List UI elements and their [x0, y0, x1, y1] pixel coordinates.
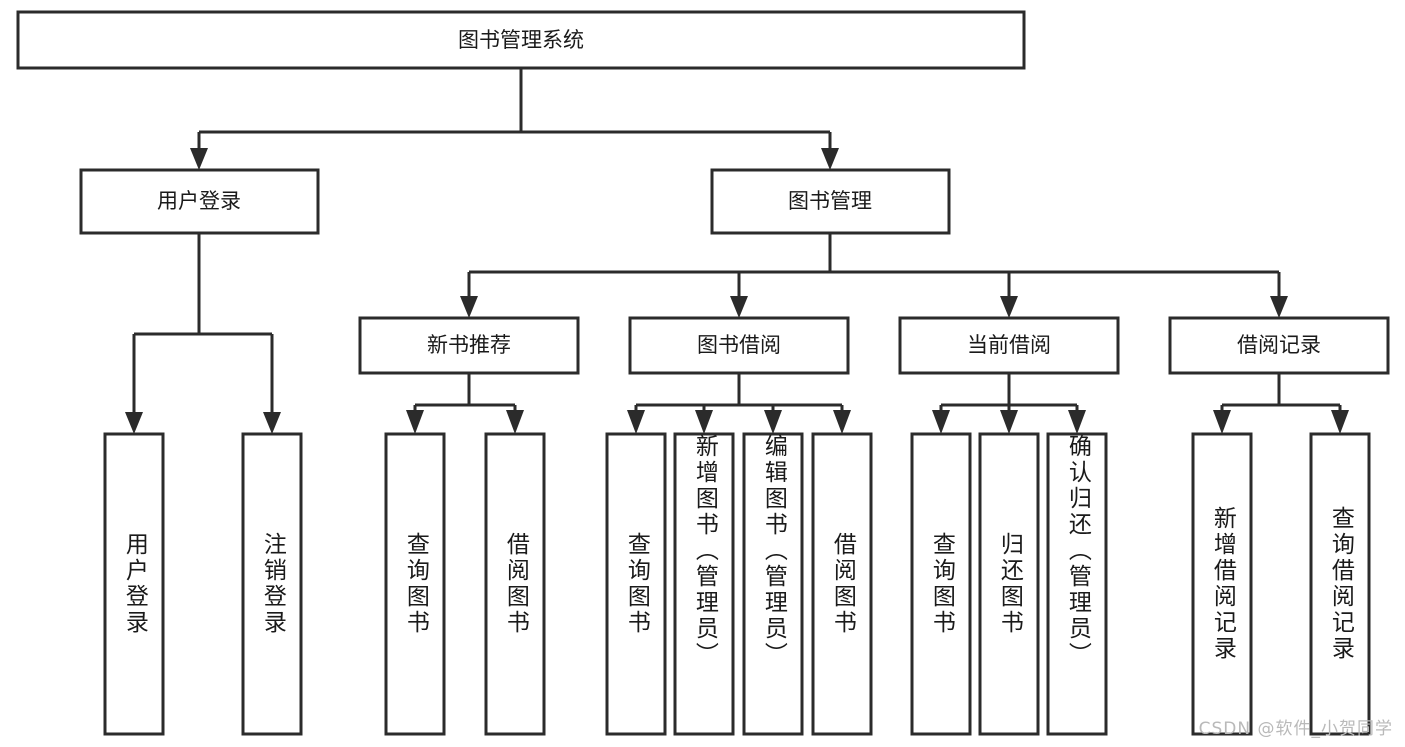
arrow-icon	[821, 148, 839, 170]
arrow-icon	[263, 412, 281, 434]
arrow-icon	[1000, 410, 1018, 434]
node-root[interactable]: 图书管理系统	[16, 10, 1026, 70]
leaf-box-book-borrow-3[interactable]	[811, 432, 873, 736]
arrow-icon	[932, 410, 950, 434]
leaf-box-new-book-0[interactable]	[384, 432, 446, 736]
node-borrow-record-box[interactable]	[1168, 316, 1390, 375]
leaf-group-borrow-record	[1191, 432, 1371, 736]
leaf-box-current-borrow-2[interactable]	[1046, 432, 1108, 736]
node-book-borrow[interactable]: 图书借阅	[628, 316, 850, 375]
connector-borrowrecord-to-leaves	[1213, 373, 1349, 434]
connector-userlogin-to-leaves	[125, 233, 281, 434]
node-borrow-record[interactable]: 借阅记录	[1168, 316, 1390, 375]
arrow-icon	[764, 410, 782, 434]
arrow-icon	[190, 148, 208, 170]
arrow-icon	[833, 410, 851, 434]
connector-bookborrow-to-leaves	[627, 373, 851, 434]
arrow-icon	[460, 296, 478, 318]
node-root-box[interactable]	[16, 10, 1026, 70]
arrow-icon	[730, 296, 748, 318]
leaf-box-user-login-0[interactable]	[103, 432, 165, 736]
leaf-box-book-borrow-1[interactable]	[673, 432, 735, 736]
arrow-icon	[627, 410, 645, 434]
node-book-borrow-box[interactable]	[628, 316, 850, 375]
arrow-icon	[1270, 296, 1288, 318]
node-root-label: 图书管理系统	[458, 28, 584, 52]
node-book-management-box[interactable]	[710, 168, 951, 235]
node-book-borrow-label: 图书借阅	[697, 333, 781, 357]
node-new-book-recommend-box[interactable]	[358, 316, 580, 375]
leaf-box-current-borrow-1[interactable]	[978, 432, 1040, 736]
node-new-book-recommend[interactable]: 新书推荐	[358, 316, 580, 375]
node-book-management-label: 图书管理	[788, 189, 872, 213]
node-current-borrow-box[interactable]	[898, 316, 1120, 375]
node-user-login-box[interactable]	[79, 168, 320, 235]
node-borrow-record-label: 借阅记录	[1237, 333, 1321, 357]
arrow-icon	[1068, 410, 1086, 434]
arrow-icon	[125, 412, 143, 434]
leaf-group-user-login	[103, 432, 303, 736]
arrow-icon	[695, 410, 713, 434]
connector-bookmgmt-to-level3	[460, 233, 1288, 318]
node-current-borrow[interactable]: 当前借阅	[898, 316, 1120, 375]
leaf-box-book-borrow-0[interactable]	[605, 432, 667, 736]
csdn-watermark: CSDN @软件_小贺同学	[1198, 719, 1393, 739]
node-user-login-label: 用户登录	[157, 189, 241, 213]
node-book-management[interactable]: 图书管理	[710, 168, 951, 235]
node-new-book-recommend-label: 新书推荐	[427, 333, 511, 357]
leaf-box-user-login-1[interactable]	[241, 432, 303, 736]
leaf-group-new-book-recommend	[384, 432, 546, 736]
arrow-icon	[406, 410, 424, 434]
arrow-icon	[1000, 296, 1018, 318]
leaf-group-book-borrow	[605, 432, 873, 736]
connector-newbook-to-leaves	[406, 373, 524, 434]
node-current-borrow-label: 当前借阅	[967, 333, 1051, 357]
leaf-box-borrow-record-1[interactable]	[1309, 432, 1371, 736]
arrow-icon	[1213, 410, 1231, 434]
leaf-box-new-book-1[interactable]	[484, 432, 546, 736]
leaf-group-current-borrow	[910, 432, 1108, 736]
node-user-login[interactable]: 用户登录	[79, 168, 320, 235]
leaf-box-current-borrow-0[interactable]	[910, 432, 972, 736]
leaf-box-borrow-record-0[interactable]	[1191, 432, 1253, 736]
connector-currentborrow-to-leaves	[932, 373, 1086, 434]
arrow-icon	[1331, 410, 1349, 434]
leaf-box-book-borrow-2[interactable]	[742, 432, 804, 736]
arrow-icon	[506, 410, 524, 434]
connector-root-to-level2	[190, 68, 839, 170]
